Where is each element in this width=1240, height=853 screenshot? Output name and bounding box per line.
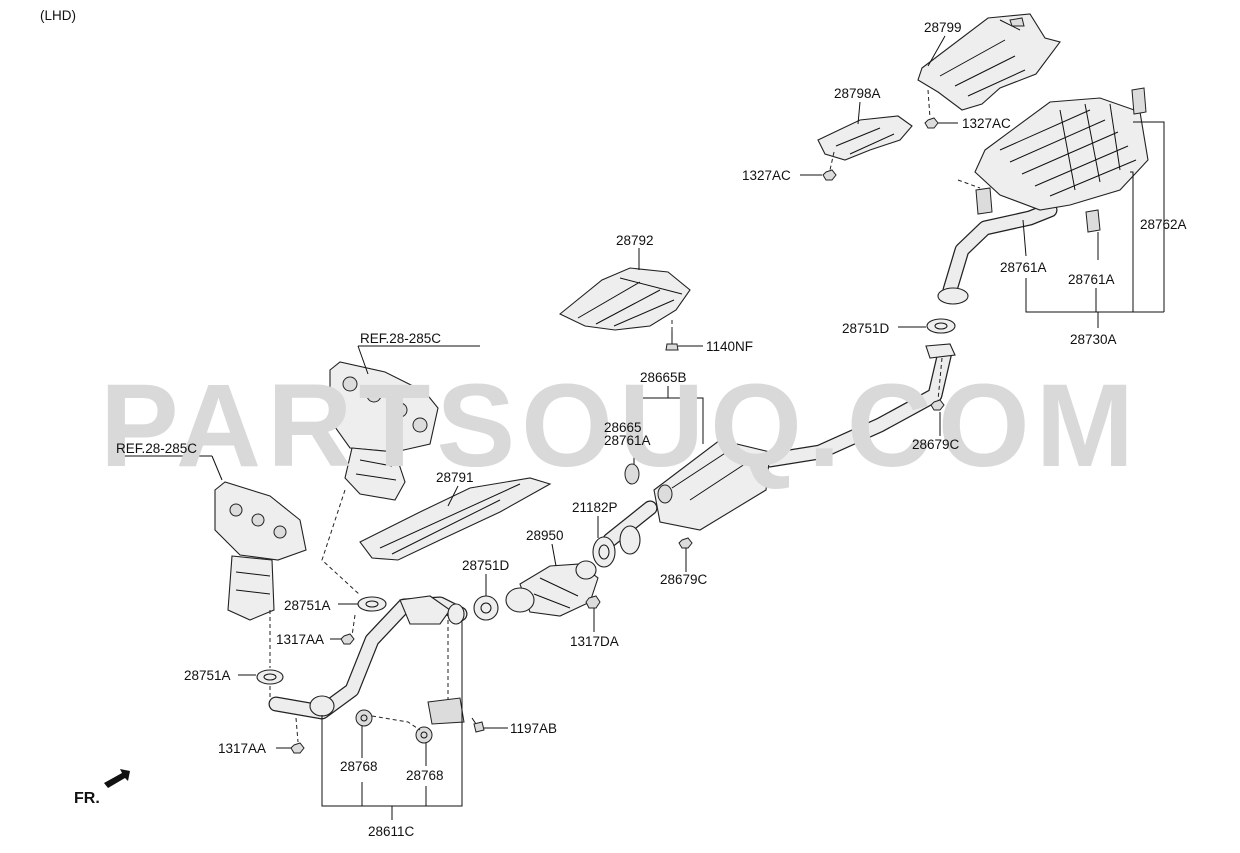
part-label-28792[interactable]: 28792 xyxy=(616,233,654,248)
part-label-1327AC-lower[interactable]: 1327AC xyxy=(742,168,791,183)
part-label-28762A[interactable]: 28762A xyxy=(1140,217,1187,232)
part-label-1140NF[interactable]: 1140NF xyxy=(706,339,753,354)
rear-muffler-28730A xyxy=(937,87,1149,305)
center-muffler-28665B xyxy=(602,343,956,555)
part-label-28751D-front[interactable]: 28751D xyxy=(462,558,510,573)
part-label-28665B[interactable]: 28665B xyxy=(640,370,687,385)
part-label-28761A-center[interactable]: 28761A xyxy=(604,433,651,448)
exhaust-manifold-lower xyxy=(214,481,307,621)
ref-label-upper[interactable]: REF.28-285C xyxy=(360,331,441,346)
part-label-1317AA-lower[interactable]: 1317AA xyxy=(218,741,266,756)
part-label-28611C[interactable]: 28611C xyxy=(368,824,415,839)
part-label-28791[interactable]: 28791 xyxy=(436,470,474,485)
hanger-28768-right xyxy=(415,726,433,744)
part-label-28679C-front[interactable]: 28679C xyxy=(660,572,708,587)
part-label-28768-left[interactable]: 28768 xyxy=(340,759,378,774)
nut-1327AC-upper xyxy=(924,117,939,129)
nut-1317DA xyxy=(585,595,601,609)
part-label-1317AA-upper[interactable]: 1317AA xyxy=(276,632,324,647)
part-label-28751D-rear[interactable]: 28751D xyxy=(842,321,890,336)
assembly-dashed-lines xyxy=(269,89,981,743)
part-label-1197AB[interactable]: 1197AB xyxy=(510,721,557,736)
hanger-28761A-center xyxy=(624,463,673,504)
part-labels: (LHD) REF.28-285C REF.28-285C 28799 2879… xyxy=(40,8,1187,839)
part-label-28799[interactable]: 28799 xyxy=(924,20,962,35)
nut-28679C-rear xyxy=(930,399,945,411)
ref-label-lower[interactable]: REF.28-285C xyxy=(116,441,197,456)
gasket-28751D-rear xyxy=(926,318,956,334)
leader-lines xyxy=(108,35,1165,820)
nut-1317AA-upper xyxy=(340,633,355,645)
part-label-1327AC-upper[interactable]: 1327AC xyxy=(962,116,1011,131)
part-label-28751A-upper[interactable]: 28751A xyxy=(284,598,331,613)
part-label-28730A[interactable]: 28730A xyxy=(1070,332,1117,347)
gasket-21182P xyxy=(592,536,616,568)
nut-28679C-front xyxy=(678,537,693,549)
hanger-28768-left xyxy=(355,709,373,727)
nut-1327AC-lower xyxy=(822,169,837,181)
heat-protector-28792 xyxy=(558,267,691,331)
front-direction-label: FR. xyxy=(74,790,100,807)
front-pipe-28611C xyxy=(268,595,468,725)
heat-protector-28798A xyxy=(817,115,913,161)
bolt-1140NF xyxy=(665,330,679,351)
part-label-28751A-lower[interactable]: 28751A xyxy=(184,668,231,683)
gasket-28751A-upper xyxy=(357,596,387,612)
part-label-1317DA[interactable]: 1317DA xyxy=(570,634,619,649)
part-label-28665[interactable]: 28665 xyxy=(604,420,642,435)
part-label-28761A-rear-left[interactable]: 28761A xyxy=(1000,260,1047,275)
bolt-1197AB xyxy=(471,717,485,733)
nut-1317AA-lower xyxy=(290,742,305,754)
watermark-text: PARTSOUQ.COM xyxy=(100,360,1140,492)
part-label-28679C-rear[interactable]: 28679C xyxy=(912,437,960,452)
catalytic-converter-28950 xyxy=(505,560,599,617)
heat-protector-28799 xyxy=(917,13,1061,111)
front-direction-arrow-icon xyxy=(104,769,130,788)
part-label-28768-right[interactable]: 28768 xyxy=(406,768,444,783)
heat-protector-28791 xyxy=(359,477,552,561)
part-label-21182P[interactable]: 21182P xyxy=(572,500,618,515)
gasket-28751A-lower xyxy=(256,669,284,685)
gasket-28751D-front xyxy=(473,595,499,621)
part-label-28798A[interactable]: 28798A xyxy=(834,86,881,101)
part-label-28950[interactable]: 28950 xyxy=(526,528,564,543)
exhaust-manifold-upper xyxy=(329,361,439,501)
variant-label: (LHD) xyxy=(40,8,76,23)
part-label-28761A-rear-right[interactable]: 28761A xyxy=(1068,272,1115,287)
